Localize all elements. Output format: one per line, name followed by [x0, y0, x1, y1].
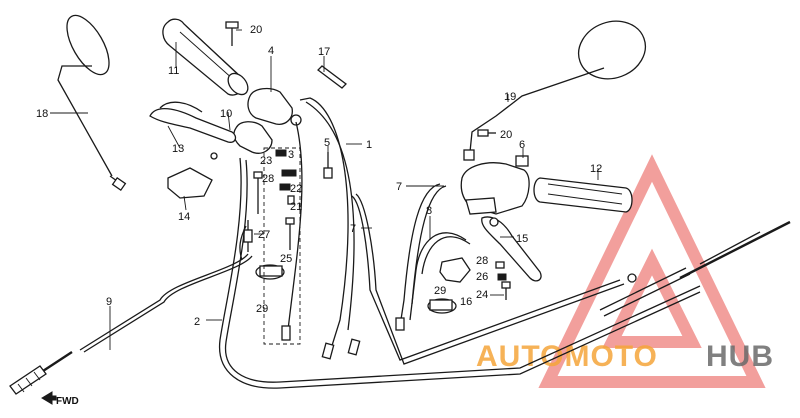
right-grip: [533, 177, 633, 213]
part-number-14: 14: [178, 211, 190, 223]
cable-clamp-29-right: [427, 298, 457, 314]
part-number-6: 6: [519, 139, 525, 151]
part-number-20-top: 20: [250, 24, 262, 36]
lever-bracket-14: [167, 152, 218, 199]
part-number-29-right: 29: [434, 285, 446, 297]
watermark-brand-grey: HUB: [706, 340, 774, 373]
forward-arrow-icon: [41, 391, 57, 405]
part-number-8: 8: [426, 205, 432, 217]
part-number-7b: 7: [350, 223, 356, 235]
right-mirror: [463, 20, 647, 161]
part-number-4: 4: [268, 45, 274, 57]
part-number-15: 15: [516, 233, 528, 245]
part-number-13: 13: [172, 143, 184, 155]
forward-label: FWD: [56, 396, 79, 407]
watermark-triangle-inner: [602, 248, 702, 348]
part-number-24: 24: [476, 289, 488, 301]
part-number-12: 12: [590, 163, 602, 175]
front-brake-lever: [481, 216, 542, 282]
left-grip: [162, 18, 249, 96]
clutch-cable: [9, 253, 253, 395]
part-number-28-left: 28: [262, 173, 274, 185]
long-cable-right: [599, 220, 791, 317]
leader-lines: [50, 29, 599, 350]
watermark-triangle-outer: [538, 154, 766, 388]
clutch-lever: [149, 101, 237, 143]
right-switch-housing: [460, 155, 530, 215]
part-number-21: 21: [290, 201, 302, 213]
part-number-7a: 7: [396, 181, 402, 193]
wiring-harness-2: [218, 157, 701, 389]
part-number-23: 23: [260, 155, 272, 167]
forward-direction-marker: FWD: [41, 391, 79, 407]
part-number-26: 26: [476, 271, 488, 283]
lever-bracket-16: [439, 257, 471, 283]
screw-20-top: [225, 21, 239, 46]
part-number-3: 3: [288, 149, 294, 161]
left-switch-housing: [233, 87, 302, 154]
left-switch-wires: [281, 97, 361, 360]
part-number-1: 1: [366, 139, 372, 151]
assembly-boundary-left: [263, 147, 301, 345]
left-mirror: [57, 14, 127, 192]
part-number-17: 17: [318, 46, 330, 58]
part-number-27: 27: [258, 229, 270, 241]
part-number-22: 22: [290, 183, 302, 195]
part-number-callouts: 1 2 3 4 5 6 7 7 8 9 10 11 12 13 14 15 16…: [36, 24, 602, 328]
part-number-5: 5: [324, 137, 330, 149]
cable-clamp-29-left: [255, 264, 285, 280]
watermark-brand-orange: AUTOMOTO: [476, 340, 658, 373]
part-number-20-right: 20: [500, 129, 512, 141]
part-number-25: 25: [280, 253, 292, 265]
part-number-28-right: 28: [476, 255, 488, 267]
switch-small-parts-left: [243, 149, 297, 252]
part-number-18: 18: [36, 108, 48, 120]
part-number-16: 16: [460, 296, 472, 308]
part-number-29-left: 29: [256, 303, 268, 315]
switch-small-parts-right: [495, 261, 511, 300]
part-number-9: 9: [106, 296, 112, 308]
bar-pin-17: [317, 65, 347, 89]
part-number-2: 2: [194, 316, 200, 328]
part-number-10: 10: [220, 108, 232, 120]
screw-20-right: [477, 129, 496, 137]
part-number-11: 11: [168, 65, 179, 77]
part-number-19: 19: [504, 91, 516, 103]
